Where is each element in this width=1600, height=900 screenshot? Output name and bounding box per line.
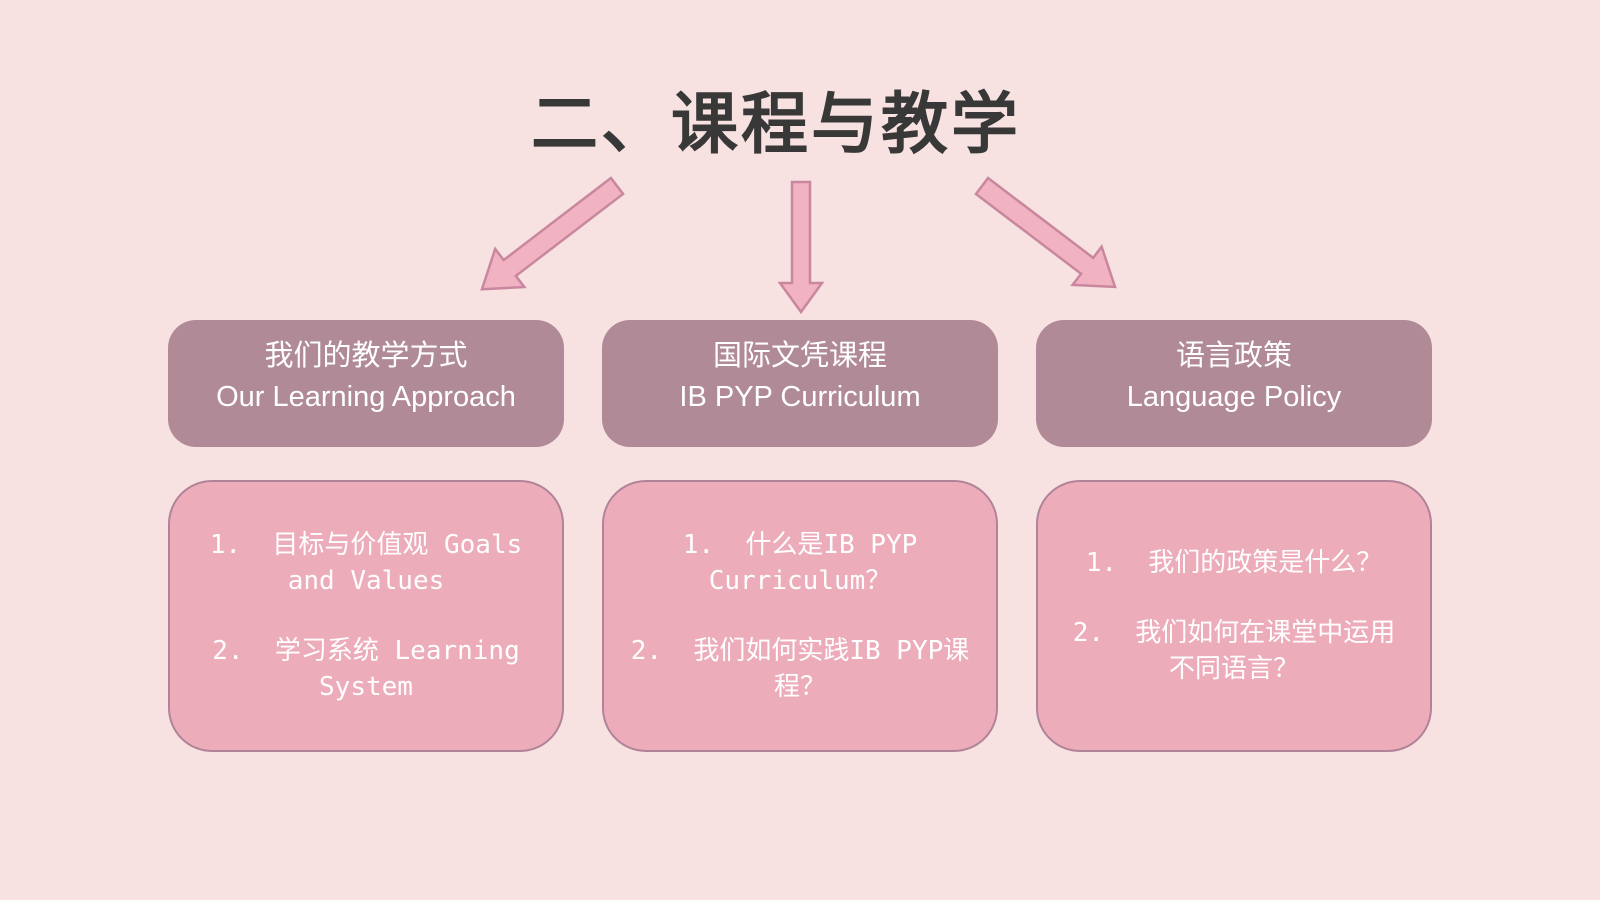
column-language-policy: 语言政策 Language Policy 1. 我们的政策是什么？ 2. 我们如… [1036, 320, 1432, 752]
list-item-line: 不同语言？ [1168, 654, 1299, 684]
arrow-down-left-icon [480, 176, 625, 291]
list-item: 2. 我们如何在课堂中运用 不同语言？ [1073, 615, 1396, 687]
list-item-line: 2. 学习系统 Learning [212, 636, 520, 666]
header-title-en: Language Policy [1126, 380, 1342, 413]
list-item-line: Curriculum？ [708, 566, 892, 596]
header-title-en: IB PYP Curriculum [679, 380, 921, 413]
content-box-ib-pyp-curriculum: 1. 什么是IB PYP Curriculum？ 2. 我们如何实践IB PYP… [602, 480, 998, 752]
list-item-line: 1. 我们的政策是什么？ [1085, 548, 1383, 578]
list-item: 2. 我们如何实践IB PYP课 程？ [631, 633, 970, 705]
topic-columns: 我们的教学方式 Our Learning Approach 1. 目标与价值观 … [168, 320, 1432, 752]
list-item-line: 2. 我们如何实践IB PYP课 [630, 636, 970, 666]
list-item: 2. 学习系统 Learning System [212, 633, 520, 705]
column-learning-approach: 我们的教学方式 Our Learning Approach 1. 目标与价值观 … [168, 320, 564, 752]
header-title-zh: 我们的教学方式 [264, 339, 468, 372]
header-box-language-policy: 语言政策 Language Policy [1036, 320, 1432, 447]
list-item: 1. 什么是IB PYP Curriculum？ [683, 527, 918, 599]
content-box-language-policy: 1. 我们的政策是什么？ 2. 我们如何在课堂中运用 不同语言？ [1036, 480, 1432, 752]
list-item-line: 1. 什么是IB PYP [682, 530, 918, 560]
list-item-line: 程？ [773, 672, 826, 702]
list-item: 1. 我们的政策是什么？ [1086, 545, 1383, 581]
header-title-zh: 国际文凭课程 [712, 339, 887, 372]
list-item-line: System [319, 672, 413, 702]
list-item-line: 2. 我们如何在课堂中运用 [1072, 618, 1396, 648]
arrow-down-right-icon [974, 176, 1117, 289]
column-ib-pyp-curriculum: 国际文凭课程 IB PYP Curriculum 1. 什么是IB PYP Cu… [602, 320, 998, 752]
arrow-down-icon [777, 180, 825, 315]
content-box-learning-approach: 1. 目标与价值观 Goals and Values 2. 学习系统 Learn… [168, 480, 564, 752]
header-title-en: Our Learning Approach [216, 380, 516, 413]
header-box-learning-approach: 我们的教学方式 Our Learning Approach [168, 320, 564, 447]
list-item: 1. 目标与价值观 Goals and Values [210, 527, 523, 599]
header-title-zh: 语言政策 [1175, 339, 1292, 372]
slide-title: 二、课程与教学 [531, 84, 1021, 163]
header-box-ib-pyp-curriculum: 国际文凭课程 IB PYP Curriculum [602, 320, 998, 447]
list-item-line: and Values [287, 566, 445, 596]
list-item-line: 1. 目标与价值观 Goals [209, 530, 523, 560]
